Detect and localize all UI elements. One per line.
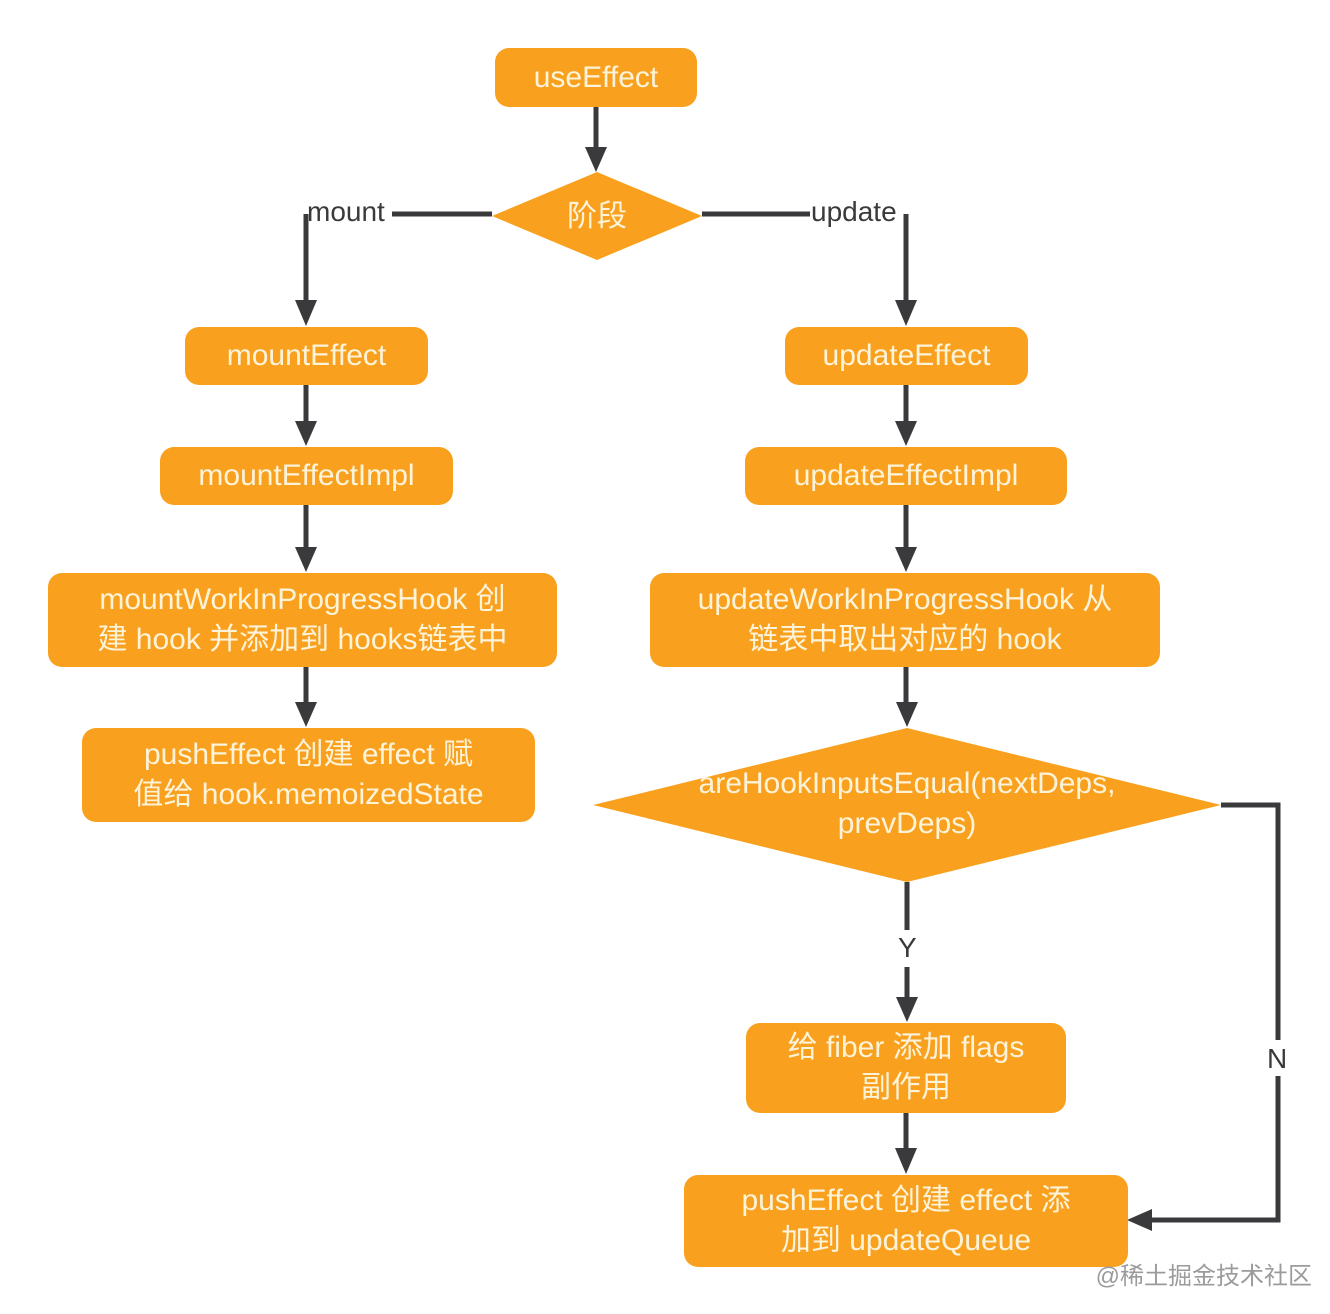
node-mounteffect: mountEffect [185,327,428,385]
equal-diamond-shape [593,728,1221,882]
arrowhead-stage [585,147,607,172]
node-pusheffect-updatequeue: pushEffect 创建 effect 添 加到 updateQueue [684,1175,1128,1267]
arrowhead-mounteffectimpl [295,421,317,446]
arrowhead-updatewip [895,547,917,572]
arrowhead-no-into-box [1127,1209,1152,1231]
arrowhead-updateeffectimpl [895,421,917,446]
node-updateeffectimpl: updateEffectImpl [745,447,1067,505]
arrowhead-pusheffect-bottom [895,1148,917,1174]
arrowhead-flags [896,997,918,1022]
arrowhead-mountwip [295,547,317,572]
edge-label-no: N [1267,1043,1288,1074]
watermark-text: @稀土掘金技术社区 [1095,1263,1312,1290]
edge-label-yes: Y [898,932,917,963]
node-mounteffectimpl: mountEffectImpl [160,447,453,505]
edge-no-top [1221,802,1281,1040]
node-updateworkinprogresshook: updateWorkInProgressHook 从 链表中取出对应的 hook [650,573,1160,667]
node-useeffect: useEffect [495,48,697,107]
arrowhead-mounteffect [295,300,317,326]
arrowhead-pusheffect-left [295,702,317,727]
stage-diamond-shape [492,172,702,260]
arrowhead-updateeffect [895,300,917,326]
edge-no-bottom [1152,1076,1281,1223]
node-mountworkinprogresshook: mountWorkInProgressHook 创 建 hook 并添加到 ho… [48,573,557,667]
node-add-fiber-flags: 给 fiber 添加 flags 副作用 [746,1023,1066,1113]
arrowhead-equal-diamond [896,702,918,727]
edge-label-mount: mount [307,196,385,227]
node-updateeffect: updateEffect [785,327,1028,385]
node-pusheffect-memoizedstate: pushEffect 创建 effect 赋 值给 hook.memoizedS… [82,728,535,822]
edge-label-update: update [811,196,897,227]
